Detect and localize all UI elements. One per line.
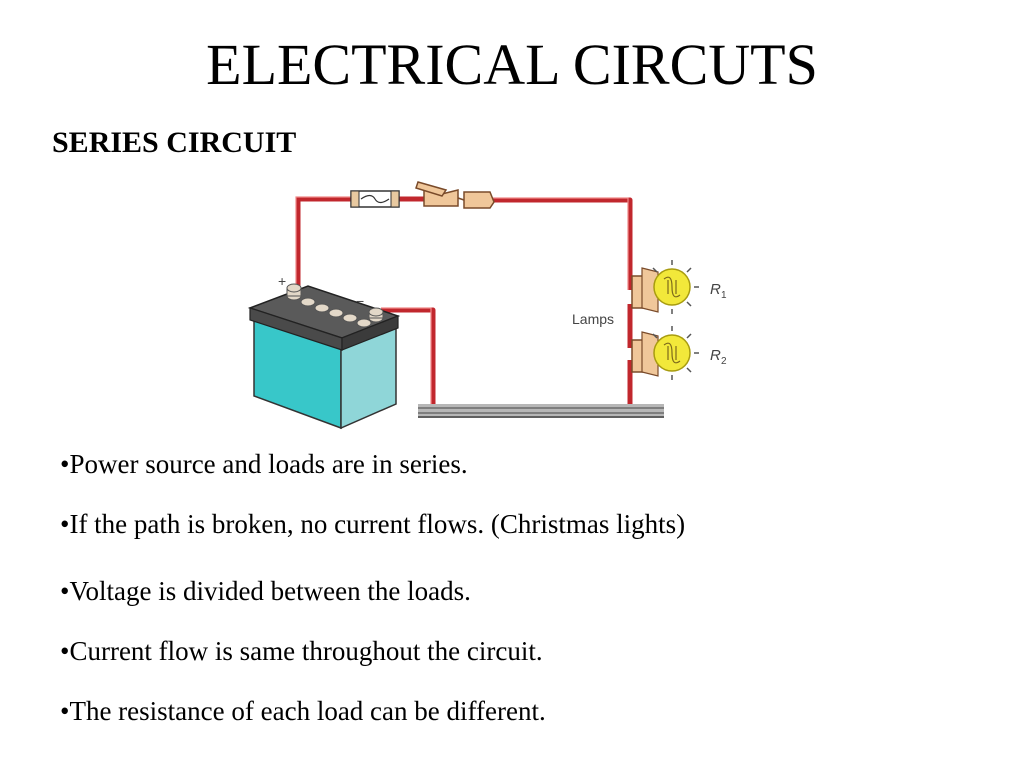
lamp-r2 xyxy=(631,326,699,380)
bullet-item: •If the path is broken, no current flows… xyxy=(60,509,686,539)
bullet-item: •Voltage is divided between the loads. xyxy=(60,576,471,606)
positive-label: + xyxy=(278,273,286,289)
switch xyxy=(415,181,495,209)
wire-highlight xyxy=(295,196,629,404)
bullet-item: •Current flow is same throughout the cir… xyxy=(60,636,543,666)
r1-subscript: 1 xyxy=(721,290,727,301)
bullet-item: •Power source and loads are in series. xyxy=(60,449,468,479)
circuit-wire xyxy=(295,196,633,404)
negative-label: − xyxy=(356,293,364,309)
section-heading: SERIES CIRCUIT xyxy=(52,126,297,159)
r1-label: R xyxy=(710,281,721,298)
fuse xyxy=(350,190,400,208)
bullet-item: •The resistance of each load can be diff… xyxy=(60,696,546,726)
ground-bar xyxy=(418,404,664,418)
slide-title: ELECTRICAL CIRCUTS xyxy=(206,32,818,97)
r2-label: R xyxy=(710,347,721,364)
r2-subscript: 2 xyxy=(721,356,727,367)
lamps-label: Lamps xyxy=(572,311,614,327)
lamp-r1 xyxy=(631,260,699,314)
battery xyxy=(247,283,401,430)
series-circuit-diagram: + − xyxy=(236,172,766,434)
